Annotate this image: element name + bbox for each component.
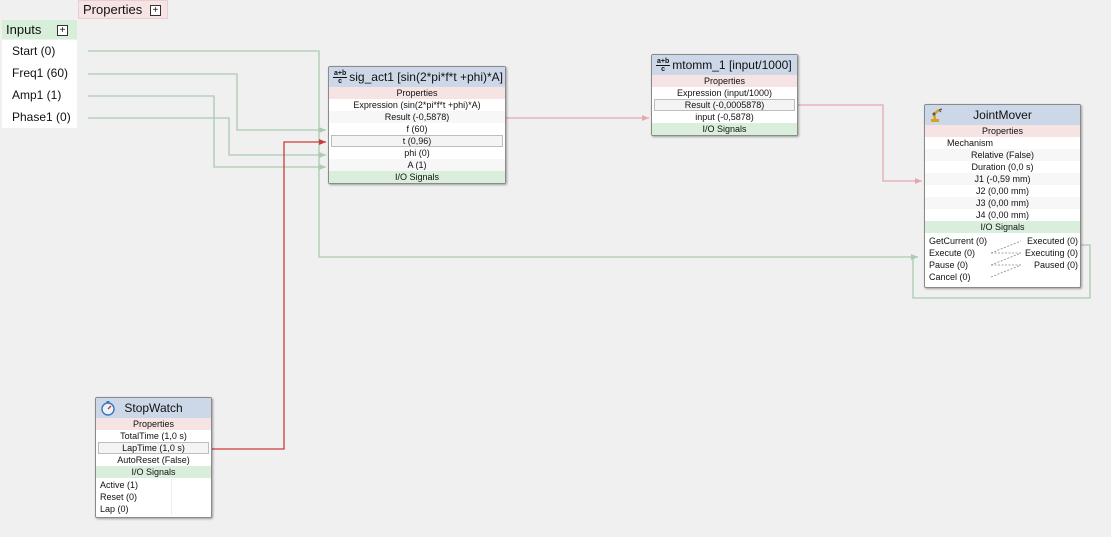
node-title-label: JointMover <box>973 108 1032 122</box>
node-stopwatch[interactable]: StopWatch Properties TotalTime (1,0 s) L… <box>95 397 212 518</box>
node-title[interactable]: StopWatch <box>96 398 211 418</box>
io-outputs: Executed (0) Executing (0) Paused (0) <box>1021 235 1082 285</box>
io-signals-grid: Active (1) Reset (0) Lap (0) <box>96 478 211 517</box>
inputs-header-label: Inputs <box>6 22 42 37</box>
add-input-icon[interactable]: + <box>57 25 69 37</box>
property-relative[interactable]: Relative (False) <box>925 149 1080 161</box>
add-property-icon[interactable]: + <box>149 5 161 17</box>
node-title[interactable]: a+b c sig_act1 [sin(2*pi*f*t +phi)*A] <box>329 67 505 87</box>
wire-laptime-t <box>212 141 326 450</box>
signal-lap[interactable]: Lap (0) <box>100 504 129 514</box>
node-sig-act1[interactable]: a+b c sig_act1 [sin(2*pi*f*t +phi)*A] Pr… <box>328 66 506 184</box>
property-f[interactable]: f (60) <box>406 124 428 134</box>
signal-getcurrent[interactable]: GetCurrent (0) <box>929 236 988 246</box>
inputs-header[interactable]: Inputs + <box>2 20 77 39</box>
property-j4[interactable]: J4 (0,00 mm) <box>975 210 1029 220</box>
properties-tab[interactable]: Properties + <box>78 0 168 19</box>
properties-section[interactable]: Properties <box>329 87 505 99</box>
wire-phase-phi <box>88 117 326 156</box>
mechanism-label: Mechanism <box>947 138 994 148</box>
property-expression[interactable]: Expression (input/1000) <box>676 88 773 98</box>
property-phi[interactable]: phi (0) <box>404 148 430 158</box>
properties-tab-label: Properties <box>83 2 143 17</box>
property-mechanism[interactable]: Mechanism <box>925 137 1080 149</box>
property-j3[interactable]: J3 (0,00 mm) <box>925 197 1080 209</box>
io-signals-grid: GetCurrent (0) Execute (0) Pause (0) Can… <box>925 233 1080 287</box>
input-freq1[interactable]: Freq1 (60) <box>12 66 69 80</box>
node-title-label: mtomm_1 [input/1000] <box>672 58 792 72</box>
io-signals-section[interactable]: I/O Signals <box>96 466 211 478</box>
io-inputs: Active (1) Reset (0) Lap (0) <box>96 479 171 515</box>
property-result[interactable]: Result (-0,0005878) <box>654 99 795 111</box>
io-signals-section[interactable]: I/O Signals <box>652 123 797 135</box>
node-title-label: StopWatch <box>124 401 183 415</box>
properties-section[interactable]: Properties <box>925 125 1080 137</box>
property-laptime[interactable]: LapTime (1,0 s) <box>98 442 209 454</box>
dashed-arrows-icon <box>990 240 1022 278</box>
node-mtomm-1[interactable]: a+b c mtomm_1 [input/1000] Properties Ex… <box>651 54 798 136</box>
io-signals-section[interactable]: I/O Signals <box>925 221 1080 233</box>
signal-cancel[interactable]: Cancel (0) <box>929 272 971 282</box>
signal-execute[interactable]: Execute (0) <box>929 248 976 258</box>
node-title[interactable]: a+b c mtomm_1 [input/1000] <box>652 55 797 75</box>
inputs-list: Start (0) Freq1 (60) Amp1 (1) Phase1 (0) <box>2 40 77 128</box>
expression-icon: a+b c <box>656 58 671 74</box>
signal-active[interactable]: Active (1) <box>100 480 139 490</box>
wire-freq-f <box>88 73 326 131</box>
node-title[interactable]: JointMover <box>925 105 1080 125</box>
signal-pause[interactable]: Pause (0) <box>929 260 969 270</box>
properties-section[interactable]: Properties <box>652 75 797 87</box>
property-t[interactable]: t (0,96) <box>331 135 503 147</box>
property-j2[interactable]: J2 (0,00 mm) <box>975 186 1029 196</box>
stopwatch-icon <box>100 400 116 416</box>
node-title-label: sig_act1 [sin(2*pi*f*t +phi)*A] <box>349 70 504 84</box>
input-phase1[interactable]: Phase1 (0) <box>12 110 71 124</box>
io-outputs <box>171 479 211 515</box>
signal-executed[interactable]: Executed (0) <box>1027 236 1079 246</box>
signal-flow-arrows <box>990 235 1022 285</box>
property-input[interactable]: input (-0,5878) <box>695 112 754 122</box>
signal-reset[interactable]: Reset (0) <box>100 492 138 502</box>
property-autoreset[interactable]: AutoReset (False) <box>117 455 190 465</box>
input-amp1[interactable]: Amp1 (1) <box>12 88 62 102</box>
node-jointmover[interactable]: JointMover Properties Mechanism Relative… <box>924 104 1081 288</box>
wire-amp-a <box>88 95 326 168</box>
property-result[interactable]: Result (-0,5878) <box>329 111 505 123</box>
robot-arm-icon <box>929 107 945 123</box>
property-totaltime[interactable]: TotalTime (1,0 s) <box>120 431 187 441</box>
expression-icon: a+b c <box>333 70 348 86</box>
signal-paused[interactable]: Paused (0) <box>1034 260 1079 270</box>
io-inputs: GetCurrent (0) Execute (0) Pause (0) Can… <box>925 235 991 285</box>
property-expression[interactable]: Expression (sin(2*pi*f*t +phi)*A) <box>353 100 481 110</box>
property-a[interactable]: A (1) <box>329 159 505 171</box>
property-duration[interactable]: Duration (0,0 s) <box>971 162 1034 172</box>
signal-executing[interactable]: Executing (0) <box>1025 248 1079 258</box>
io-signals-section[interactable]: I/O Signals <box>329 171 505 183</box>
input-start[interactable]: Start (0) <box>12 44 56 58</box>
property-j1[interactable]: J1 (-0,59 mm) <box>925 173 1080 185</box>
properties-section[interactable]: Properties <box>96 418 211 430</box>
wire-result-j1 <box>797 104 922 182</box>
